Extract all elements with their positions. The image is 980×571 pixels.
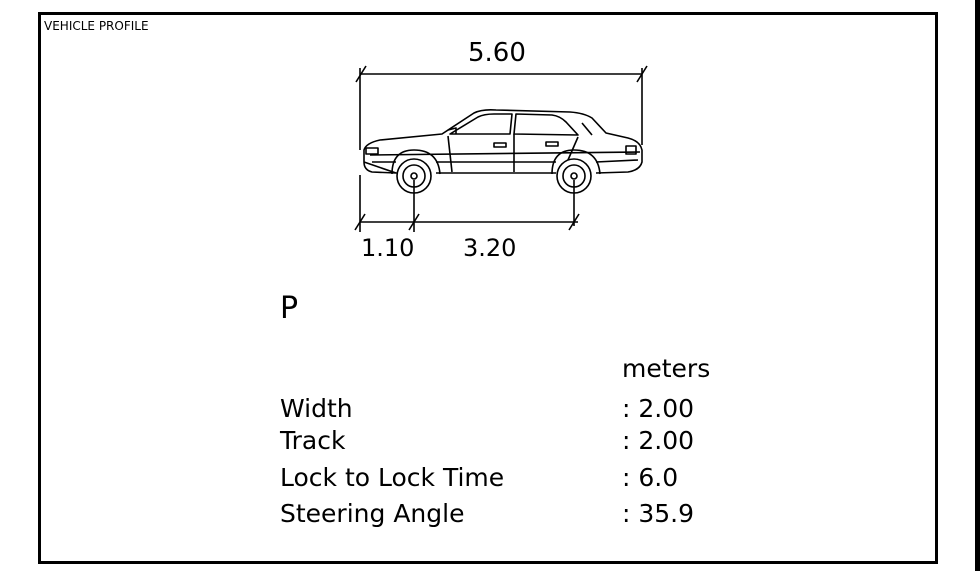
front-wheel xyxy=(396,158,432,194)
spec-value-steering-angle: : 35.9 xyxy=(622,499,694,528)
spec-label-width: Width xyxy=(280,394,353,423)
spec-value-width: : 2.00 xyxy=(622,394,694,423)
specs-table: Width : 2.00 Track : 2.00 Lock to Lock T… xyxy=(279,394,694,528)
front-overhang-label: 1.10 xyxy=(361,234,414,262)
vehicle-code: P xyxy=(280,291,298,326)
drawing-frame xyxy=(38,12,938,564)
title-label: VEHICLE PROFILE xyxy=(44,19,149,33)
units-label: meters xyxy=(622,354,710,383)
spec-value-track: : 2.00 xyxy=(622,426,694,455)
spec-label-steering-angle: Steering Angle xyxy=(280,499,464,528)
right-border-bar xyxy=(975,0,980,571)
axle-dimensions xyxy=(354,175,580,232)
wheelbase-label: 3.20 xyxy=(463,234,516,262)
overall-length-dimension xyxy=(355,65,648,150)
spec-label-track: Track xyxy=(279,426,346,455)
car-side-view xyxy=(363,109,643,175)
spec-label-lock-time: Lock to Lock Time xyxy=(280,463,504,492)
overall-length-label: 5.60 xyxy=(468,38,526,68)
rear-wheel xyxy=(556,158,592,194)
spec-value-lock-time: : 6.0 xyxy=(622,463,678,492)
